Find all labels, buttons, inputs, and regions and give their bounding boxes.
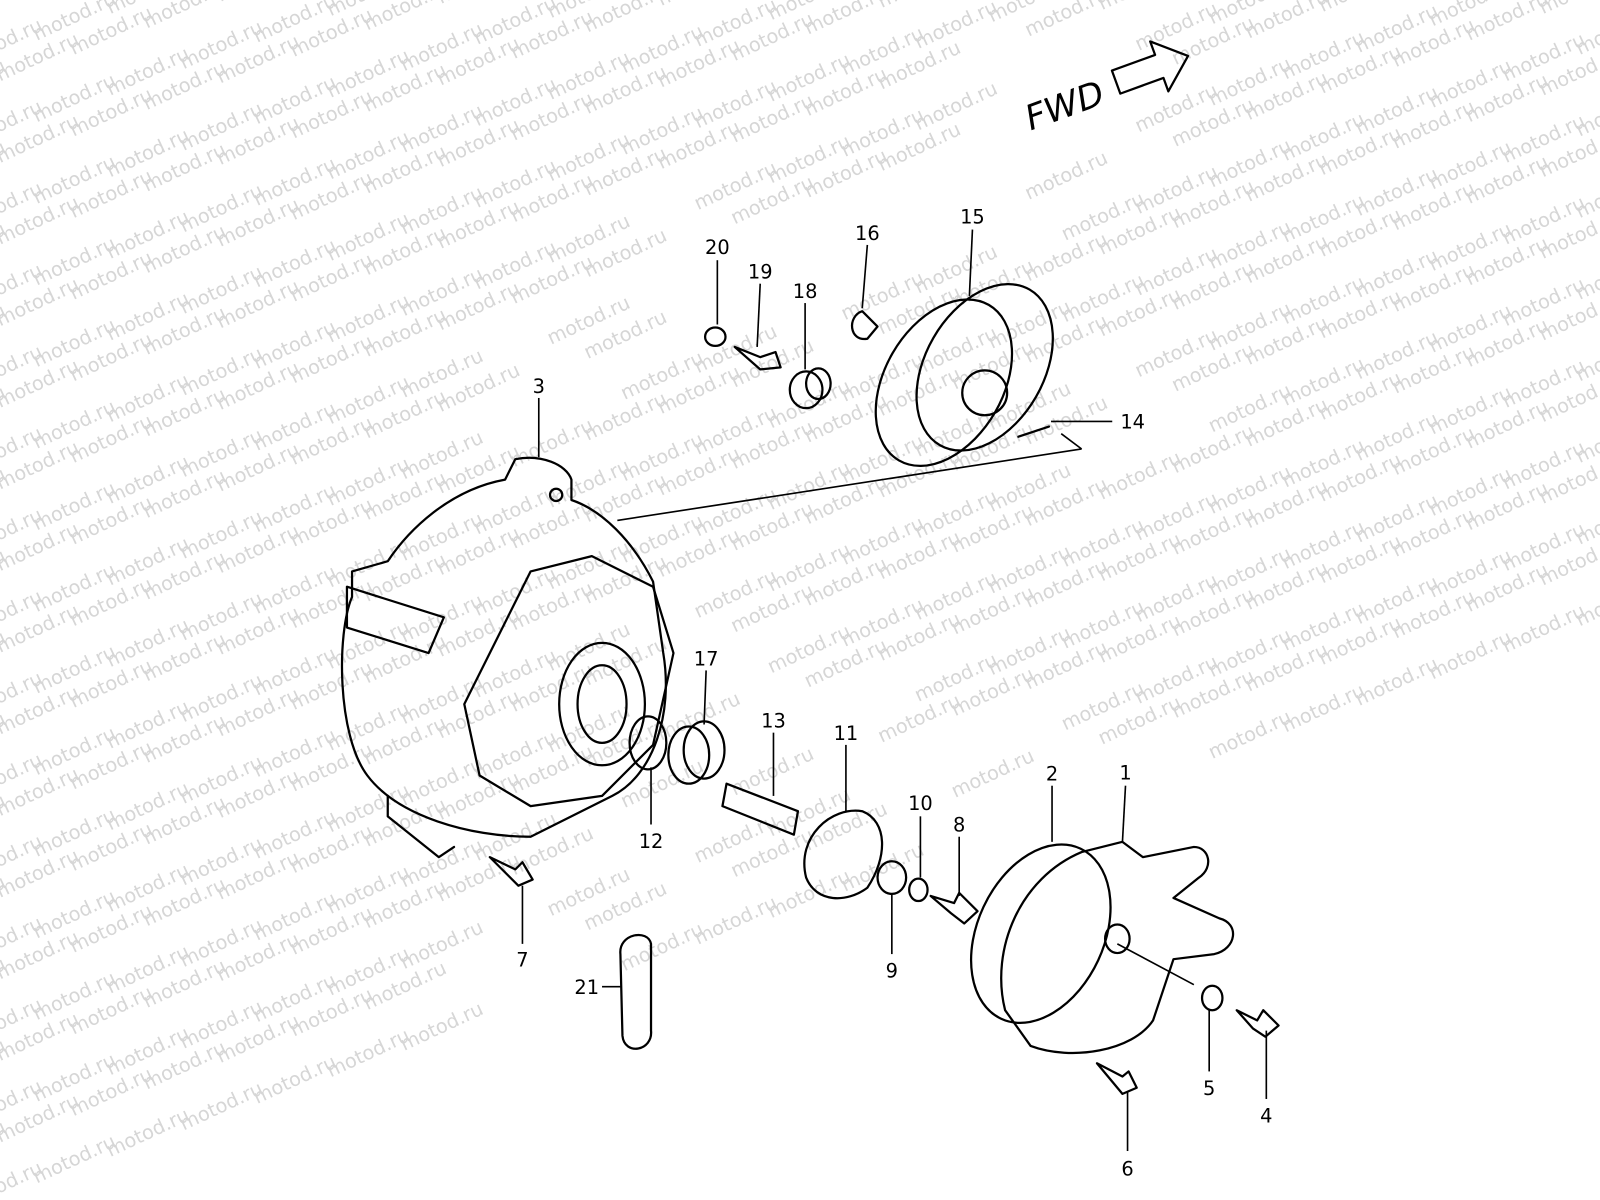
label-part-13: 13 bbox=[761, 710, 786, 733]
part-4-bolt bbox=[1235, 1009, 1280, 1038]
leader-line bbox=[1060, 433, 1083, 450]
leader-lines bbox=[521, 229, 1268, 1152]
label-part-15: 15 bbox=[960, 205, 985, 228]
part-10-washer bbox=[908, 877, 929, 903]
part-labels: 1 2 3 4 5 6 7 8 9 10 11 12 13 14 15 16 1… bbox=[516, 205, 1272, 1180]
label-part-9: 9 bbox=[886, 960, 898, 983]
label-part-14: 14 bbox=[1120, 411, 1145, 434]
label-part-11: 11 bbox=[834, 722, 859, 745]
label-part-5: 5 bbox=[1203, 1077, 1215, 1100]
label-part-16: 16 bbox=[855, 222, 880, 245]
watermark-text: motod.ru bbox=[139, 0, 229, 33]
part-20-washer bbox=[703, 326, 727, 348]
part-12-seal bbox=[628, 715, 668, 771]
label-part-21: 21 bbox=[574, 976, 599, 999]
leader-line bbox=[617, 448, 1082, 522]
watermark-text: motod.ru bbox=[654, 0, 744, 11]
label-part-2: 2 bbox=[1046, 763, 1058, 786]
label-part-17: 17 bbox=[694, 647, 719, 670]
part-1-pump-body bbox=[1000, 840, 1235, 1055]
part-8-bolt bbox=[929, 891, 979, 925]
label-part-19: 19 bbox=[748, 261, 773, 284]
watermark-text: motod.ru bbox=[1094, 0, 1184, 15]
forward-arrow-icon bbox=[1110, 40, 1190, 95]
watermark-text: motod.ru bbox=[396, 997, 486, 1055]
label-part-20: 20 bbox=[705, 236, 730, 259]
watermark-text: motod.ru bbox=[433, 0, 523, 9]
part-14-pin bbox=[1017, 425, 1051, 438]
watermark-text: motod.ru bbox=[1315, 0, 1405, 17]
part-19-bolt bbox=[733, 345, 782, 371]
label-part-1: 1 bbox=[1119, 762, 1131, 785]
part-16-clip bbox=[851, 310, 879, 340]
label-part-7: 7 bbox=[516, 948, 528, 971]
watermark-text: motod.ru bbox=[1021, 146, 1111, 204]
label-part-3: 3 bbox=[533, 375, 545, 398]
label-part-6: 6 bbox=[1121, 1158, 1133, 1181]
label-part-18: 18 bbox=[793, 280, 818, 303]
watermark-text: motod.ru bbox=[654, 687, 744, 745]
part-13-shaft bbox=[721, 782, 800, 836]
watermark-text: motod.ru bbox=[360, 0, 450, 35]
fwd-label: FWD bbox=[1020, 74, 1110, 139]
part-21-clamp bbox=[619, 933, 653, 1050]
part-15-rotor bbox=[874, 283, 1054, 467]
part-5-washer bbox=[1200, 984, 1224, 1012]
watermark-text: motod.ru bbox=[0, 0, 83, 5]
watermark-text: motod.ru bbox=[947, 744, 1037, 802]
part-7-bolt bbox=[488, 856, 534, 887]
part-6-bolt bbox=[1095, 1062, 1138, 1095]
part-3-cover bbox=[340, 456, 675, 859]
label-part-4: 4 bbox=[1260, 1104, 1272, 1127]
part-2-o-ring bbox=[969, 843, 1112, 1024]
label-part-12: 12 bbox=[639, 830, 664, 853]
watermark-text: motod.ru bbox=[213, 0, 303, 7]
part-11-impeller bbox=[803, 809, 884, 900]
label-part-8: 8 bbox=[953, 814, 965, 837]
label-part-10: 10 bbox=[908, 792, 933, 815]
watermark-text: motod.ru bbox=[874, 0, 964, 13]
watermark-text: motod.ru bbox=[727, 742, 817, 800]
watermark-text: motod.ru bbox=[1535, 0, 1600, 19]
watermark-text: motod.ru bbox=[580, 0, 670, 37]
part-18-collar bbox=[788, 367, 832, 410]
